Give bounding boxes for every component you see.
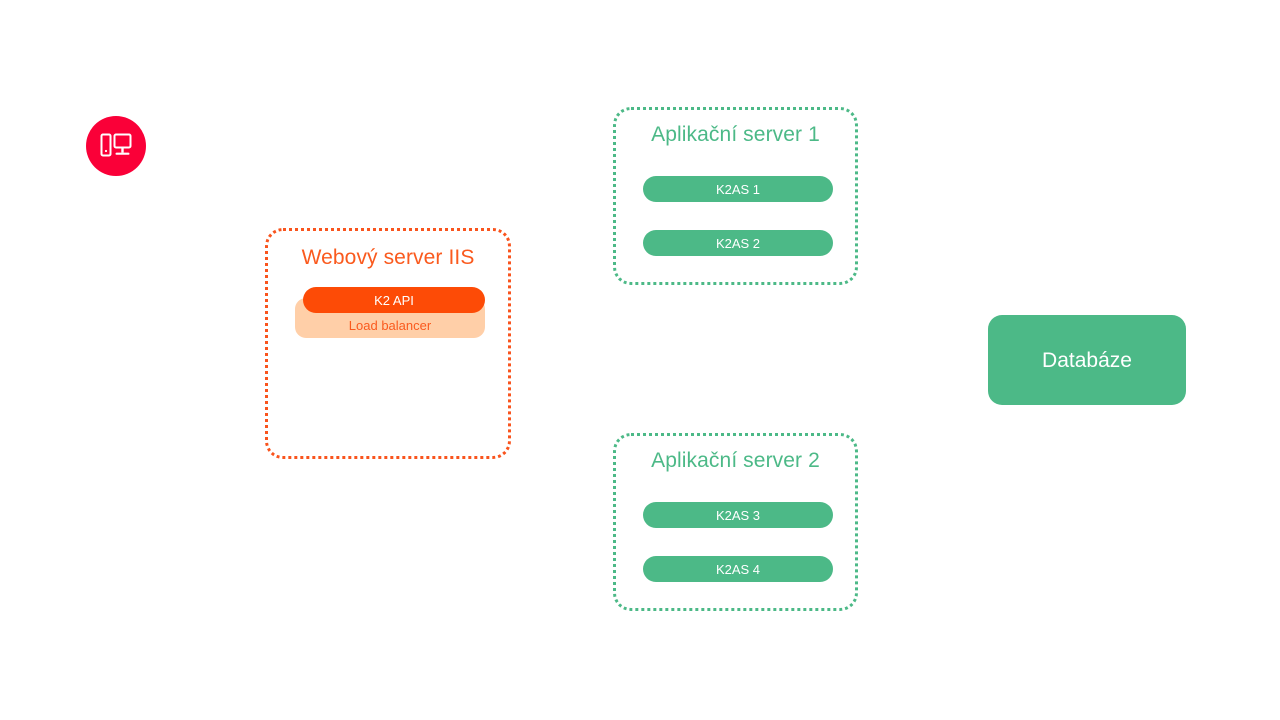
k2as-instance-2[interactable]: K2AS 2 xyxy=(643,230,833,256)
k2as-instance-3[interactable]: K2AS 3 xyxy=(643,502,833,528)
zone-web-server[interactable]: Webový server IIS Load balancer K2 API xyxy=(265,228,511,459)
zone-web-server-title: Webový server IIS xyxy=(301,246,475,269)
zone-application-server-2-title: Aplikační server 2 xyxy=(651,449,820,472)
k2as-instance-4[interactable]: K2AS 4 xyxy=(643,556,833,582)
zone-application-server-2[interactable]: Aplikační server 2 K2AS 3 K2AS 4 xyxy=(613,433,858,611)
client-workstation-node[interactable] xyxy=(86,116,146,176)
zone-application-server-1-title: Aplikační server 1 xyxy=(651,123,820,146)
desktop-monitor-icon xyxy=(100,133,132,159)
k2-api-block[interactable]: K2 API xyxy=(303,287,485,313)
zone-application-server-1[interactable]: Aplikační server 1 K2AS 1 K2AS 2 xyxy=(613,107,858,285)
k2as-instance-1[interactable]: K2AS 1 xyxy=(643,176,833,202)
database-node[interactable]: Databáze xyxy=(988,315,1186,405)
